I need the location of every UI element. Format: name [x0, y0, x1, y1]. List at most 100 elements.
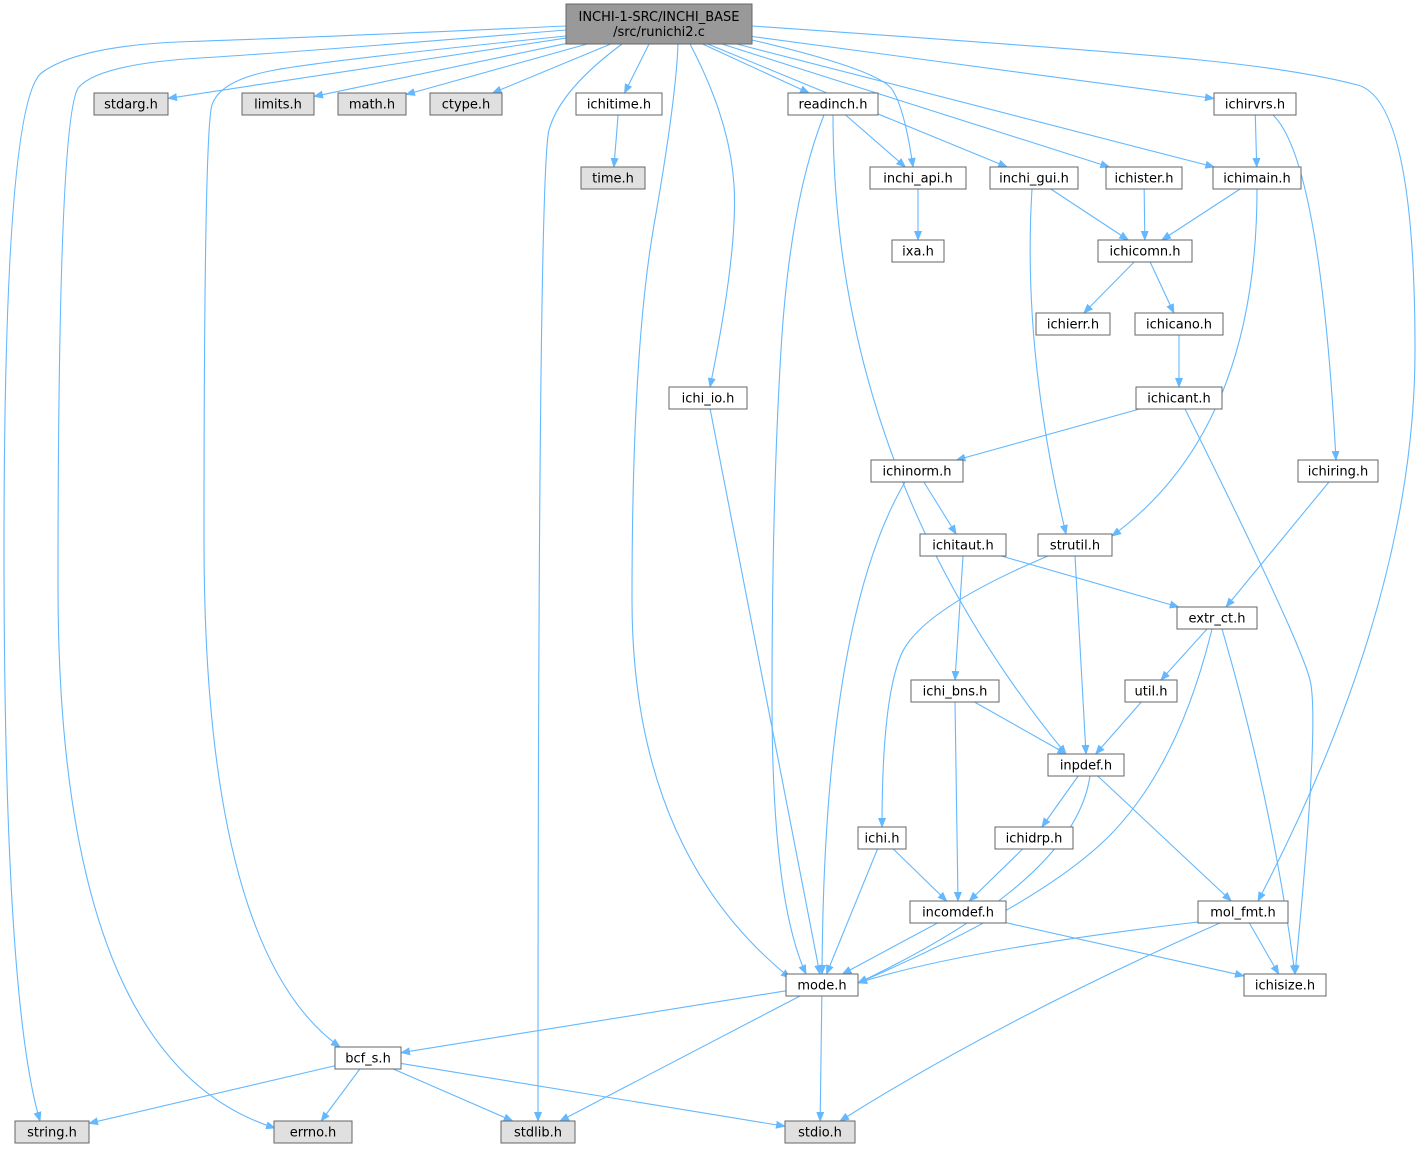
node-mode-label: mode.h	[797, 979, 846, 994]
node-ichimain[interactable]: ichimain.h	[1212, 166, 1302, 190]
edge-runichi2-to-mol_fmt	[751, 25, 1416, 902]
edge-runichi2-to-errno	[57, 29, 567, 1130]
node-ichierr[interactable]: ichierr.h	[1035, 312, 1111, 336]
node-ixa[interactable]: ixa.h	[891, 239, 945, 263]
node-extr_ct-box	[1176, 606, 1258, 630]
node-math-box	[337, 92, 407, 116]
node-ichitime[interactable]: ichitime.h	[575, 92, 663, 116]
node-stdlib: stdlib.h	[500, 1120, 576, 1144]
edge-runichi2-to-ichitime	[624, 43, 650, 94]
node-limits-label: limits.h	[254, 98, 302, 113]
edge-mode-to-bcf_s	[400, 990, 787, 1056]
node-ichicano[interactable]: ichicano.h	[1134, 312, 1224, 336]
node-errno-label: errno.h	[290, 1126, 337, 1141]
edge-inpdef-to-ichidrp	[1041, 775, 1079, 828]
node-ichisize[interactable]: ichisize.h	[1243, 973, 1327, 997]
node-runichi2-box	[565, 3, 753, 45]
edge-ichitime-to-time	[610, 114, 619, 168]
node-ichitime-label: ichitime.h	[587, 98, 651, 113]
edge-bcf_s-to-stdlib	[393, 1068, 514, 1122]
node-string: string.h	[14, 1120, 90, 1144]
node-stdarg-label: stdarg.h	[104, 98, 158, 113]
edge-ichidrp-to-incomdef	[968, 848, 1024, 902]
edge-inchi_gui-to-strutil	[1029, 188, 1068, 535]
edge-runichi2-to-stdarg	[167, 37, 567, 102]
node-time: time.h	[580, 166, 646, 190]
node-ichister[interactable]: ichister.h	[1105, 166, 1183, 190]
node-incomdef[interactable]: incomdef.h	[909, 900, 1007, 924]
node-mode[interactable]: mode.h	[785, 973, 859, 997]
edge-extr_ct-to-util	[1160, 628, 1208, 681]
node-ichi[interactable]: ichi.h	[857, 826, 907, 850]
node-ichirvrs[interactable]: ichirvrs.h	[1213, 92, 1297, 116]
edge-readinch-to-inchi_api	[845, 114, 907, 168]
node-string-box	[14, 1120, 90, 1144]
node-inchi_gui-box	[989, 166, 1079, 190]
edge-extr_ct-to-mode	[857, 628, 1213, 984]
node-runichi2-label: /src/runichi2.c	[613, 25, 705, 40]
node-ichicant[interactable]: ichicant.h	[1135, 386, 1223, 410]
node-ichi_bns-box	[910, 679, 1000, 703]
edge-ichimain-to-ichicomn	[1161, 188, 1241, 241]
node-errno: errno.h	[273, 1120, 353, 1144]
node-ichitime-box	[575, 92, 663, 116]
edge-ichi_bns-to-incomdef	[953, 701, 962, 902]
edge-strutil-to-ichi	[878, 555, 1049, 828]
edge-ichicant-to-ichinorm	[955, 408, 1140, 462]
edge-ichi_bns-to-inpdef	[974, 701, 1068, 755]
node-ichinorm[interactable]: ichinorm.h	[870, 459, 964, 483]
node-stdlib-box	[500, 1120, 576, 1144]
node-extr_ct[interactable]: extr_ct.h	[1176, 606, 1258, 630]
node-ichi_io[interactable]: ichi_io.h	[668, 386, 748, 410]
node-ichicomn-box	[1097, 239, 1193, 263]
edge-ichitaut-to-ichi_bns	[951, 555, 964, 681]
node-ichi_bns[interactable]: ichi_bns.h	[910, 679, 1000, 703]
edge-ichicant-to-ichisize	[1184, 408, 1314, 975]
node-util[interactable]: util.h	[1124, 679, 1178, 703]
edge-runichi2-to-ichimain	[736, 43, 1216, 169]
node-extr_ct-label: extr_ct.h	[1188, 612, 1245, 627]
node-ichidrp[interactable]: ichidrp.h	[994, 826, 1074, 850]
node-ichiring[interactable]: ichiring.h	[1297, 459, 1379, 483]
edge-strutil-to-inpdef	[1074, 555, 1090, 755]
edge-ichister-to-ichicomn	[1140, 188, 1149, 241]
edge-mol_fmt-to-mode	[857, 921, 1199, 985]
node-mol_fmt[interactable]: mol_fmt.h	[1197, 900, 1289, 924]
node-ichidrp-box	[994, 826, 1074, 850]
node-ichinorm-label: ichinorm.h	[883, 465, 952, 480]
node-ichicomn[interactable]: ichicomn.h	[1097, 239, 1193, 263]
node-strutil[interactable]: strutil.h	[1037, 533, 1113, 557]
node-inchi_api[interactable]: inchi_api.h	[869, 166, 967, 190]
node-inpdef[interactable]: inpdef.h	[1047, 753, 1125, 777]
node-limits: limits.h	[241, 92, 315, 116]
edge-incomdef-to-mode	[841, 922, 938, 975]
edge-ichiring-to-extr_ct	[1225, 481, 1330, 608]
node-bcf_s[interactable]: bcf_s.h	[334, 1046, 402, 1070]
node-incomdef-box	[909, 900, 1007, 924]
node-inchi_api-box	[869, 166, 967, 190]
node-ctype-label: ctype.h	[442, 98, 491, 113]
edge-runichi2-to-string	[3, 25, 567, 1122]
edge-readinch-to-inpdef	[832, 114, 1067, 755]
node-runichi2[interactable]: INCHI-1-SRC/INCHI_BASE/src/runichi2.c	[565, 3, 753, 45]
edge-runichi2-to-readinch	[702, 43, 810, 94]
node-ichierr-label: ichierr.h	[1047, 318, 1099, 333]
node-inpdef-label: inpdef.h	[1060, 759, 1112, 774]
edge-runichi2-to-ichister	[721, 43, 1111, 169]
node-inchi_gui[interactable]: inchi_gui.h	[989, 166, 1079, 190]
edge-inpdef-to-mol_fmt	[1097, 775, 1232, 902]
node-ichisize-label: ichisize.h	[1255, 979, 1315, 994]
edge-bcf_s-to-errno	[320, 1068, 361, 1122]
node-stdarg-box	[93, 92, 169, 116]
node-readinch[interactable]: readinch.h	[787, 92, 879, 116]
node-ichitaut[interactable]: ichitaut.h	[919, 533, 1007, 557]
edge-ichicomn-to-ichicano	[1149, 261, 1175, 314]
node-readinch-box	[787, 92, 879, 116]
nodes-layer: INCHI-1-SRC/INCHI_BASE/src/runichi2.cstd…	[14, 3, 1379, 1144]
edges-layer	[3, 25, 1416, 1130]
edge-mol_fmt-to-stdio	[839, 922, 1221, 1122]
edge-runichi2-to-ichi_io	[689, 43, 736, 388]
node-string-label: string.h	[27, 1126, 77, 1141]
node-ichiring-box	[1297, 459, 1379, 483]
node-ichierr-box	[1035, 312, 1111, 336]
